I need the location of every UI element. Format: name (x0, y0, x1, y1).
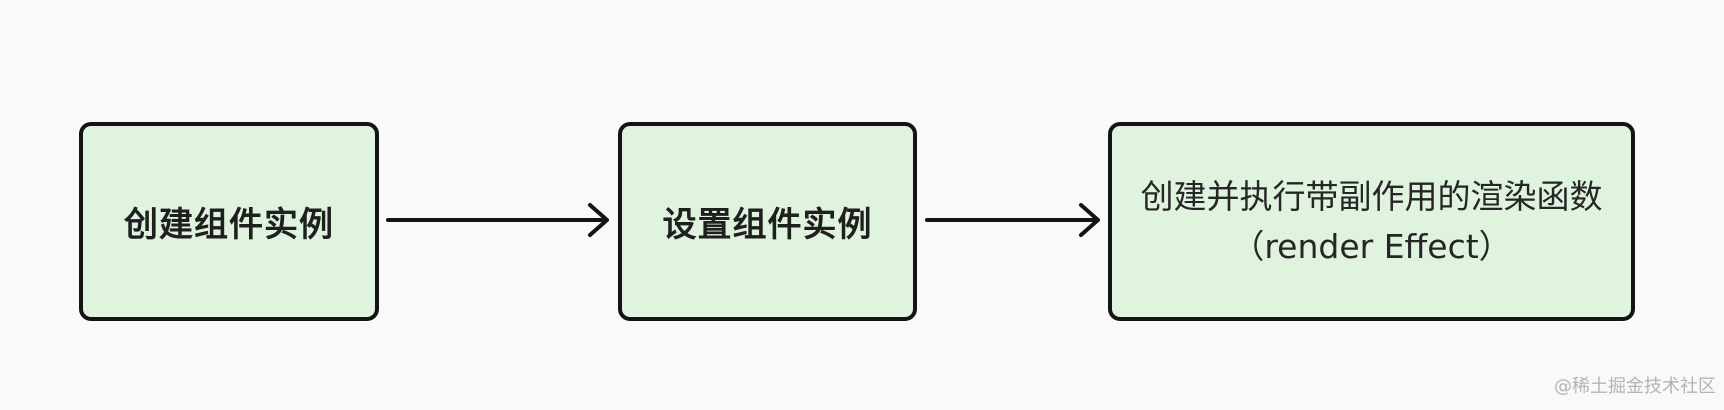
node-label: 设置组件实例 (662, 205, 873, 245)
node-label: 创建组件实例 (124, 205, 334, 245)
node-sublabel: （render Effect） (1231, 226, 1512, 266)
node-setup-component-instance: 设置组件实例 (618, 122, 917, 321)
arrow-node1-to-node2 (386, 203, 609, 237)
watermark: @稀土掘金技术社区 (1554, 376, 1716, 397)
node-label: 创建并执行带副作用的渲染函数 (1140, 176, 1603, 216)
arrow-node2-to-node3 (925, 203, 1100, 237)
node-create-render-effect: 创建并执行带副作用的渲染函数 （render Effect） (1108, 122, 1635, 321)
node-create-component-instance: 创建组件实例 (79, 122, 379, 321)
